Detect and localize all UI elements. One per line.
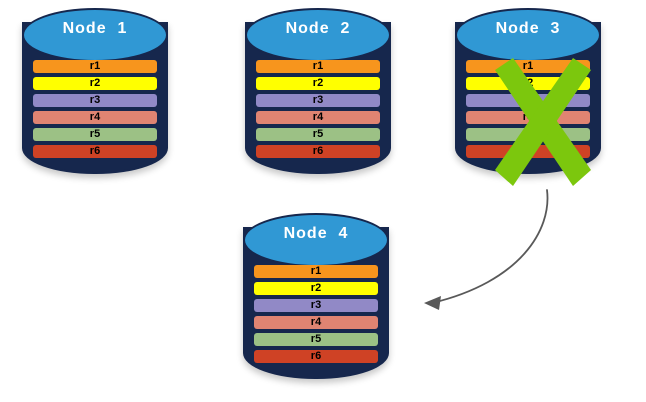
cylinder-top xyxy=(243,213,389,267)
node-title: Node 2 xyxy=(285,20,351,37)
row-list: r1 r2 r3 r4 r5 r6 xyxy=(33,60,157,162)
row-item[interactable]: r6 xyxy=(254,350,378,363)
node-title: Node 4 xyxy=(283,225,349,242)
row-list: r1 r2 r3 r4 r5 r6 xyxy=(256,60,380,162)
row-item[interactable]: r3 xyxy=(33,94,157,107)
row-item[interactable]: r1 xyxy=(33,60,157,73)
cylinder-top xyxy=(22,8,168,62)
node-title: Node 3 xyxy=(495,20,561,37)
row-item[interactable]: r2 xyxy=(256,77,380,90)
row-item[interactable]: r3 xyxy=(256,94,380,107)
node-3[interactable]: Node 3 r1 r2 r3 r4 r5 r6 xyxy=(455,8,601,188)
row-item[interactable]: r1 xyxy=(256,60,380,73)
row-item[interactable]: r4 xyxy=(33,111,157,124)
node-4[interactable]: Node 4 r1 r2 r3 r4 r5 r6 xyxy=(243,213,389,393)
row-item[interactable]: r2 xyxy=(254,282,378,295)
row-item[interactable]: r4 xyxy=(254,316,378,329)
node-2[interactable]: Node 2 r1 r2 r3 r4 r5 r6 xyxy=(245,8,391,188)
row-item[interactable]: r6 xyxy=(256,145,380,158)
node-1[interactable]: Node 1 r1 r2 r3 r4 r5 r6 xyxy=(22,8,168,188)
row-item[interactable]: r4 xyxy=(466,111,590,124)
row-item[interactable]: r5 xyxy=(256,128,380,141)
row-item[interactable]: r3 xyxy=(254,299,378,312)
row-item[interactable]: r1 xyxy=(254,265,378,278)
row-item[interactable]: r4 xyxy=(256,111,380,124)
row-item[interactable]: r1 xyxy=(466,60,590,73)
row-item[interactable]: r2 xyxy=(466,77,590,90)
node-title: Node 1 xyxy=(62,20,128,37)
row-item[interactable]: r2 xyxy=(33,77,157,90)
row-list: r1 r2 r3 r4 r5 r6 xyxy=(254,265,378,367)
row-item[interactable]: r5 xyxy=(33,128,157,141)
row-item[interactable]: r6 xyxy=(466,145,590,158)
row-item[interactable]: r5 xyxy=(254,333,378,346)
row-item[interactable]: r3 xyxy=(466,94,590,107)
row-item[interactable]: r5 xyxy=(466,128,590,141)
row-item[interactable]: r6 xyxy=(33,145,157,158)
row-list: r1 r2 r3 r4 r5 r6 xyxy=(466,60,590,162)
cylinder-top xyxy=(245,8,391,62)
